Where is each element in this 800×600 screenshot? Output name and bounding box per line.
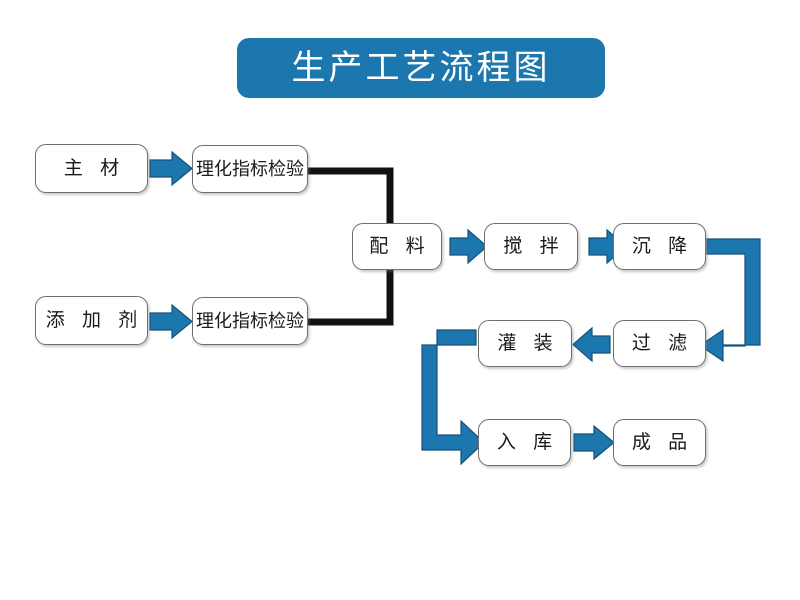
node-label: 理化指标检验 (196, 159, 304, 179)
node-batching[interactable]: 配 料 (352, 223, 442, 270)
node-settling[interactable]: 沉 降 (613, 223, 706, 270)
page-title: 生产工艺流程图 (291, 49, 551, 87)
edge-filtering-to-filling (572, 326, 611, 363)
node-inspection-main[interactable]: 理化指标检验 (192, 145, 308, 193)
node-label: 灌 装 (497, 333, 559, 354)
node-label: 搅 拌 (503, 236, 565, 257)
node-finished-product[interactable]: 成 品 (613, 419, 706, 466)
edge-settling-to-filtering (698, 238, 761, 363)
node-label: 配 料 (369, 236, 431, 257)
node-label: 沉 降 (631, 236, 694, 257)
node-inspection-additive[interactable]: 理化指标检验 (192, 297, 308, 345)
node-label: 主 材 (63, 158, 126, 179)
edge-inspection-main-to-batching (307, 167, 394, 223)
diagram-title-banner: 生产工艺流程图 (237, 38, 605, 98)
node-warehousing[interactable]: 入 库 (478, 419, 571, 466)
edge-main-material-to-inspection (149, 150, 193, 187)
node-additive[interactable]: 添 加 剂 (35, 296, 148, 345)
node-filling[interactable]: 灌 装 (478, 320, 572, 367)
edge-additive-to-inspection (149, 303, 193, 340)
edge-inspection-additive-to-batching (307, 270, 394, 326)
edge-warehousing-to-finished-product (573, 424, 615, 461)
node-label: 成 品 (631, 432, 694, 453)
node-label: 理化指标检验 (196, 311, 304, 331)
edge-batching-to-stirring (449, 228, 488, 265)
node-stirring[interactable]: 搅 拌 (484, 223, 578, 270)
node-label: 过 滤 (631, 333, 694, 354)
node-label: 入 库 (496, 432, 559, 453)
node-main-material[interactable]: 主 材 (35, 144, 148, 193)
node-label: 添 加 剂 (45, 310, 144, 331)
edge-filling-to-warehousing (421, 329, 485, 466)
node-filtering[interactable]: 过 滤 (613, 320, 706, 367)
